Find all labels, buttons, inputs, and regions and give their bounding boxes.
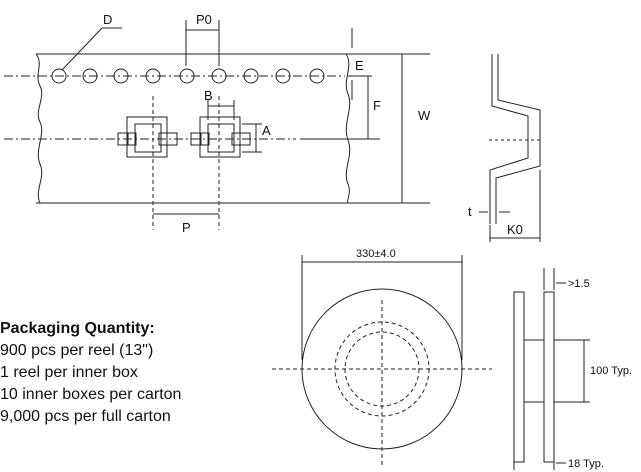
label-P: P — [182, 220, 191, 235]
label-A: A — [262, 123, 271, 138]
label-W: W — [418, 108, 431, 123]
component-pocket-1 — [117, 96, 178, 230]
label-reel-diameter: 330±4.0 — [356, 248, 396, 260]
label-F: F — [373, 98, 381, 113]
packaging-title: Packaging Quantity: — [0, 320, 155, 337]
sprocket-holes — [51, 68, 325, 84]
packaging-line: 9,000 pcs per full carton — [0, 408, 171, 425]
label-flange-thickness: >1.5 — [568, 278, 590, 290]
packaging-line: 1 reel per inner box — [0, 364, 138, 381]
label-D: D — [103, 12, 112, 27]
component-pocket-2 — [190, 96, 251, 230]
label-t: t — [468, 204, 472, 219]
packaging-line: 900 pcs per reel (13") — [0, 342, 154, 359]
label-reel-width: 18 Typ. — [568, 458, 604, 470]
tape-cross-section: t K0 — [468, 54, 541, 242]
label-K0: K0 — [507, 222, 523, 237]
packaging-quantity: Packaging Quantity: 900 pcs per reel (13… — [0, 318, 181, 428]
label-E: E — [355, 58, 364, 73]
tape-dimensions: D P0 B A E F W P — [61, 12, 431, 235]
reel-front-view: 330±4.0 — [272, 248, 492, 468]
label-B: B — [204, 88, 213, 103]
reel-side-view: >1.5 100 Typ. 18 Typ. — [513, 268, 632, 470]
carrier-tape-top-view — [4, 53, 430, 230]
label-P0: P0 — [196, 12, 212, 27]
label-hub: 100 Typ. — [590, 365, 632, 377]
packaging-line: 10 inner boxes per carton — [0, 386, 182, 403]
